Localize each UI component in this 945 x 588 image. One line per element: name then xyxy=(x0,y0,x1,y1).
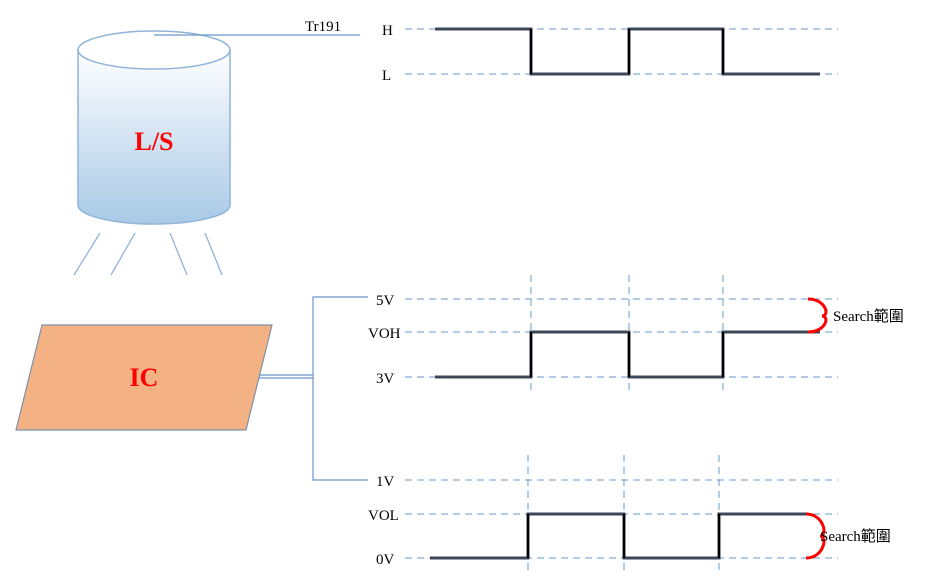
mid-search-label: Search範圍 xyxy=(833,307,904,325)
bot-vol-label: VOL xyxy=(368,508,399,524)
light-ray-3 xyxy=(169,232,188,276)
light-source: L/S xyxy=(73,30,231,276)
mid-trace xyxy=(435,330,820,379)
bot-search-label: Search範圍 xyxy=(820,527,891,545)
light-source-tag: Tr191 xyxy=(305,19,341,35)
ic-branch xyxy=(312,296,368,481)
ic-chip: IC xyxy=(15,324,273,431)
top-trace-edges xyxy=(529,29,725,74)
bot-trace xyxy=(430,512,808,560)
bot-search-brace xyxy=(805,512,826,560)
mid-trace-edges xyxy=(529,332,725,377)
top-waveform: H L xyxy=(382,23,838,84)
bot-0v-label: 0V xyxy=(376,552,395,568)
ic-chip-body xyxy=(15,324,273,431)
mid-5v-label: 5V xyxy=(376,293,395,309)
mid-waveform: 5V VOH 3V Search範圍 xyxy=(368,275,904,390)
ic-connectors xyxy=(259,296,368,481)
top-trace xyxy=(435,27,820,76)
bot-trace-edges xyxy=(526,514,721,558)
light-rays xyxy=(73,232,223,276)
light-ray-1 xyxy=(73,232,101,276)
light-source-label: L/S xyxy=(134,127,173,156)
top-high-label: H xyxy=(382,23,393,39)
light-ray-2 xyxy=(110,232,136,276)
mid-voh-label: VOH xyxy=(368,326,401,342)
bot-1v-label: 1V xyxy=(376,474,395,490)
light-source-body xyxy=(77,49,231,225)
bot-waveform: 1V VOL 0V Search範圍 xyxy=(368,455,891,572)
top-low-label: L xyxy=(382,68,391,84)
light-source-top xyxy=(77,30,231,70)
light-ray-4 xyxy=(204,232,223,276)
ic-chip-label: IC xyxy=(130,363,159,392)
mid-3v-label: 3V xyxy=(376,371,395,387)
mid-search-brace xyxy=(807,297,828,334)
